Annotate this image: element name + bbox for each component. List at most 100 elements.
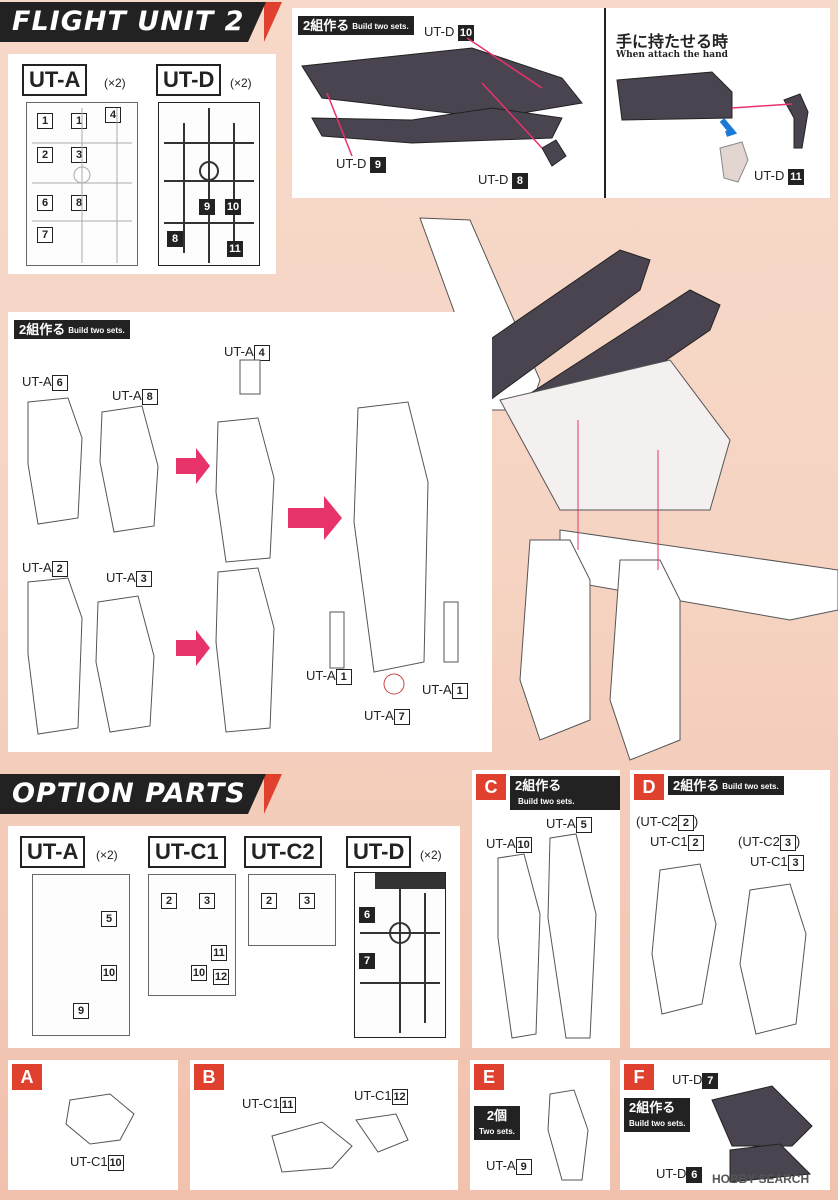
part-num: 11 bbox=[211, 945, 227, 961]
panel-c-drawing bbox=[497, 833, 597, 1039]
part-num: 3 bbox=[199, 893, 215, 909]
part-num: 8 bbox=[167, 231, 183, 247]
panel-letter-d: D bbox=[634, 774, 664, 800]
hand-attach-drawing bbox=[616, 71, 809, 183]
label-ut-d-8: UT-D 8 bbox=[478, 172, 528, 189]
runner-count-ut-d: (×2) bbox=[230, 76, 252, 90]
part-num: 2 bbox=[261, 893, 277, 909]
part-num: 1 bbox=[37, 113, 53, 129]
sprue-opt-ut-d: 6 7 bbox=[354, 872, 446, 1038]
runner-label-ut-d: UT-D bbox=[346, 836, 412, 868]
build-two-sets-badge: 2組作るBuild two sets. bbox=[510, 776, 620, 810]
flight-runner-panel: UT-A (×2) UT-D (×2) 1 1 4 2 3 6 8 7 9 10… bbox=[8, 54, 276, 274]
part-num: 7 bbox=[37, 227, 53, 243]
label-ut-d-11: UT-D 11 bbox=[754, 168, 804, 185]
part-num: 9 bbox=[199, 199, 215, 215]
option-parts-title-text: OPTION PARTS bbox=[12, 778, 246, 809]
part-num: 2 bbox=[37, 147, 53, 163]
part-num: 8 bbox=[71, 195, 87, 211]
part-num: 6 bbox=[359, 907, 375, 923]
part-num: 3 bbox=[71, 147, 87, 163]
watermark: HOBBY SEARCH bbox=[712, 1172, 810, 1186]
section-title-flight-unit: FLIGHT UNIT 2 bbox=[0, 2, 282, 42]
sprue-lines-dark bbox=[360, 873, 445, 1033]
runner-count: (×2) bbox=[420, 848, 442, 862]
panel-letter-c: C bbox=[476, 774, 506, 800]
part-num: 9 bbox=[73, 1003, 89, 1019]
label-ut-d-9: UT-D 9 bbox=[336, 156, 386, 173]
panel-letter-b: B bbox=[194, 1064, 224, 1090]
panel-b-drawing bbox=[271, 1113, 409, 1173]
assembly-steps-drawing bbox=[27, 359, 459, 735]
part-num: 11 bbox=[227, 241, 243, 257]
sprue-ut-c1: 2 3 11 10 12 bbox=[148, 874, 236, 996]
part-num: 10 bbox=[101, 965, 117, 981]
part-num: 12 bbox=[213, 969, 229, 985]
panel-e-drawing bbox=[547, 1089, 589, 1181]
panel-f-drawing bbox=[711, 1085, 813, 1183]
flight-unit-title-text: FLIGHT UNIT 2 bbox=[12, 6, 245, 37]
panel-letter-e: E bbox=[474, 1064, 504, 1090]
panel-letter-f: F bbox=[624, 1064, 654, 1090]
part-num: 2 bbox=[161, 893, 177, 909]
hand-attach-en: When attach the hand bbox=[616, 50, 728, 60]
sprue-ut-c2: 2 3 bbox=[248, 874, 336, 946]
part-num: 10 bbox=[191, 965, 207, 981]
sprue-lines-dark bbox=[164, 108, 254, 263]
part-num: 1 bbox=[71, 113, 87, 129]
label-ut-d-10: UT-D 10 bbox=[424, 24, 474, 41]
part-num: 10 bbox=[225, 199, 241, 215]
runner-label-ut-c2: UT-C2 bbox=[244, 836, 322, 868]
runner-label-ut-d: UT-D bbox=[156, 64, 222, 96]
hand-attach-jp: 手に持たせる時 bbox=[616, 32, 729, 51]
runner-count: (×2) bbox=[96, 848, 118, 862]
panel-letter-a: A bbox=[12, 1064, 42, 1090]
sprue-opt-ut-a: 5 10 9 bbox=[32, 874, 130, 1036]
option-runner-panel: UT-A (×2) UT-C1 UT-C2 UT-D (×2) 5 10 9 2… bbox=[8, 826, 460, 1048]
sprue-ut-a: 1 1 4 2 3 6 8 7 bbox=[26, 102, 138, 266]
part-num: 7 bbox=[359, 953, 375, 969]
part-num: 5 bbox=[101, 911, 117, 927]
part-num: 6 bbox=[37, 195, 53, 211]
panel-d-drawing bbox=[651, 863, 807, 1035]
runner-label-ut-a: UT-A bbox=[22, 64, 88, 96]
sprue-ut-d: 9 10 8 11 bbox=[158, 102, 260, 266]
panel-a-drawing bbox=[65, 1093, 135, 1145]
sprue-lines bbox=[32, 108, 132, 263]
part-num: 3 bbox=[299, 893, 315, 909]
ut-d-parts-drawing bbox=[301, 37, 583, 167]
section-title-option-parts: OPTION PARTS bbox=[0, 774, 282, 814]
